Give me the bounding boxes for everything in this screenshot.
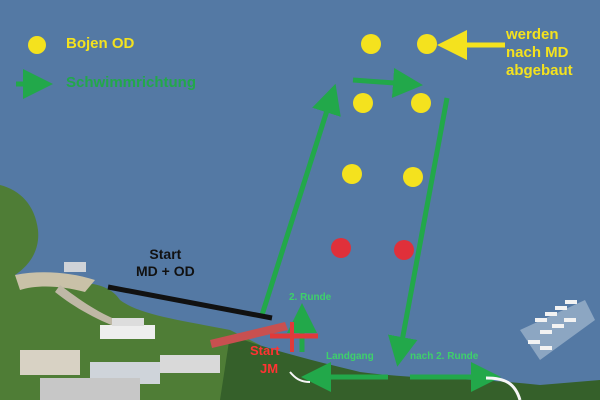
legend-buoy-icon bbox=[28, 36, 46, 54]
removal-note: werden nach MD abgebaut bbox=[506, 26, 573, 80]
building-1 bbox=[20, 350, 80, 375]
small-house bbox=[64, 262, 86, 272]
route-top bbox=[352, 67, 423, 98]
shore-left bbox=[0, 185, 270, 400]
ship-roof bbox=[112, 318, 144, 326]
start-jm-label: Start JM bbox=[250, 342, 280, 378]
round2-label: 2. Runde bbox=[289, 292, 332, 303]
harbor-wall bbox=[55, 285, 130, 332]
removal-note-line3: abgebaut bbox=[506, 62, 573, 79]
buoy-yellow bbox=[342, 164, 362, 184]
buoy-red bbox=[331, 238, 351, 258]
buoys bbox=[331, 34, 437, 260]
building-3 bbox=[160, 355, 220, 373]
shore-left-beach bbox=[15, 272, 95, 292]
start-path bbox=[289, 371, 311, 383]
start-line-md-od bbox=[107, 284, 273, 321]
buoy-yellow bbox=[411, 93, 431, 113]
buoy-yellow bbox=[361, 34, 381, 54]
marina-boats bbox=[528, 300, 577, 350]
start-md-od-label: Start MD + OD bbox=[136, 246, 195, 280]
removal-note-line1: werden bbox=[506, 26, 559, 43]
buoy-red bbox=[394, 240, 414, 260]
route-down-right bbox=[387, 97, 450, 367]
marina bbox=[520, 300, 595, 360]
building-4 bbox=[40, 378, 140, 400]
legend-swim-direction-label: Schwimmrichtung bbox=[66, 74, 197, 91]
exit-path bbox=[485, 376, 522, 400]
start-md-od-line2: MD + OD bbox=[136, 263, 195, 279]
removal-note-line2: nach MD bbox=[506, 44, 569, 61]
legend-buoys-label: Bojen OD bbox=[66, 35, 135, 52]
start-jm-line1: Start bbox=[250, 343, 280, 358]
start-jm-line2: JM bbox=[260, 361, 279, 376]
start-md-od-line1: Start bbox=[149, 246, 182, 262]
buoy-yellow bbox=[353, 93, 373, 113]
ship bbox=[100, 325, 155, 339]
pier-red bbox=[210, 322, 288, 348]
buoy-yellow bbox=[417, 34, 437, 54]
landgang-label: Landgang bbox=[326, 351, 374, 362]
route-up-left bbox=[259, 83, 341, 316]
buoy-yellow bbox=[403, 167, 423, 187]
after-round2-label: nach 2. Runde bbox=[410, 351, 479, 362]
